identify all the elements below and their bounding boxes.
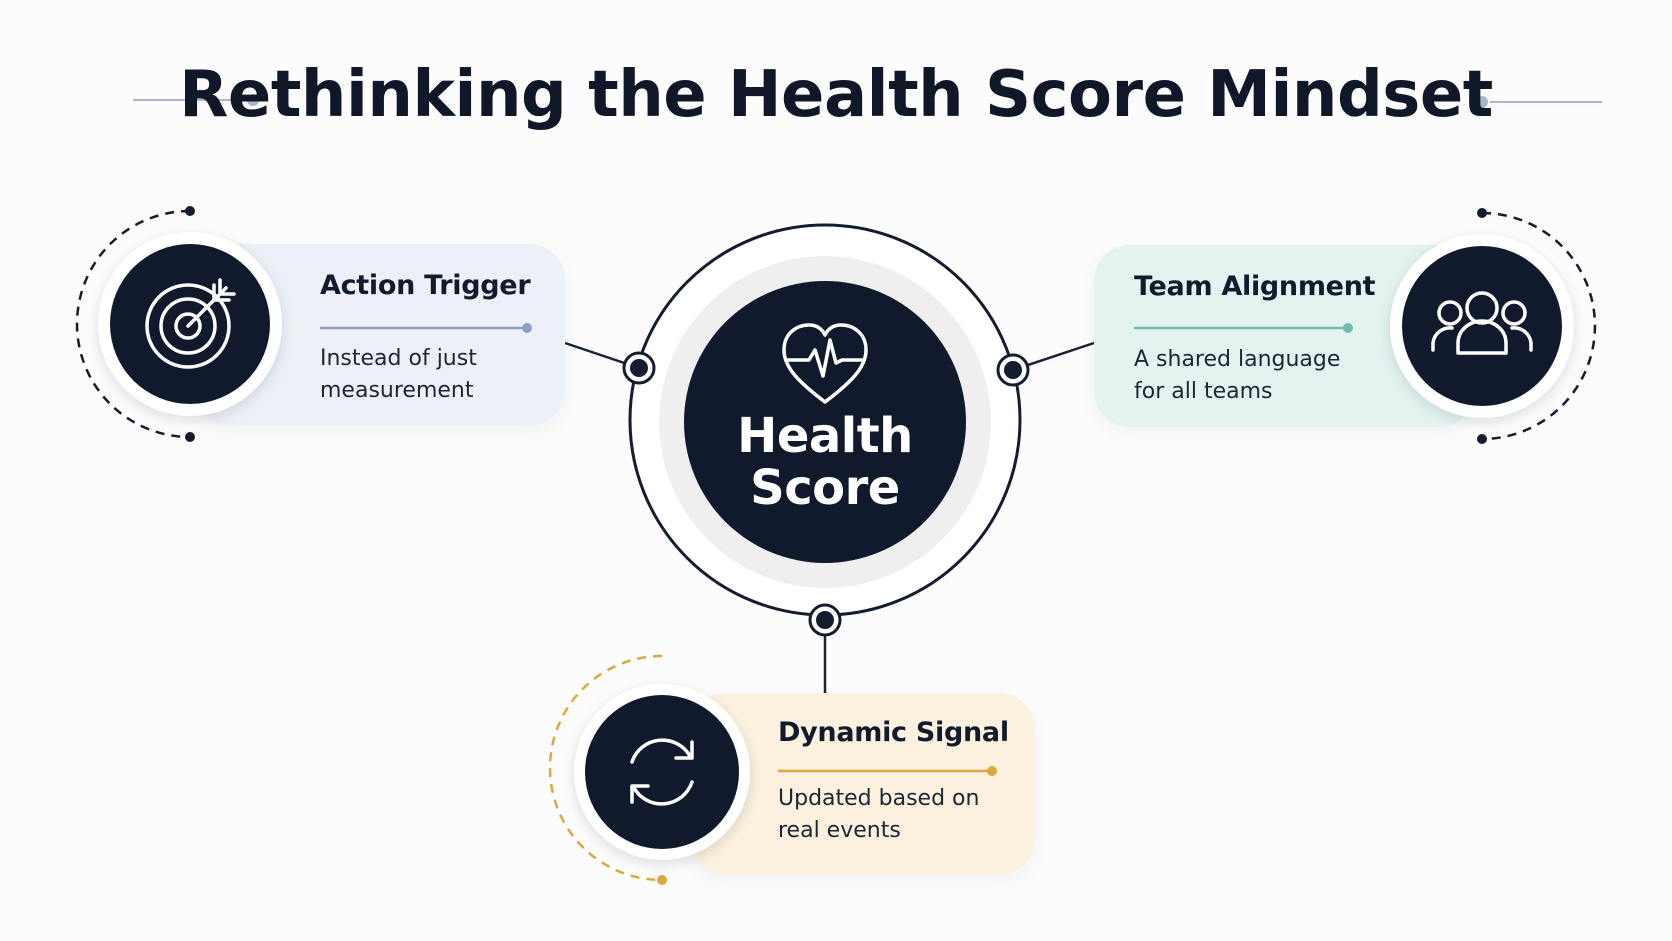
card-description: Instead of just measurement <box>320 346 477 403</box>
card-title: Team Alignment <box>1134 271 1376 302</box>
refresh-icon <box>630 738 694 806</box>
card-title: Dynamic Signal <box>778 717 1009 748</box>
icon-disc-dynamic-signal <box>574 684 750 860</box>
center-label-line2: Score <box>750 460 900 516</box>
center-label-line1: Health <box>737 408 913 464</box>
card-description: Updated based on real events <box>778 786 980 843</box>
card-dynamic-signal: Dynamic Signal Updated based on real eve… <box>690 693 1035 875</box>
icon-disc-team-alignment <box>1390 234 1574 418</box>
accent-divider <box>320 323 532 333</box>
card-title: Action Trigger <box>320 270 531 301</box>
target-arrow-icon <box>145 278 236 369</box>
title-decoration-right <box>1476 96 1602 108</box>
card-description: A shared language for all teams <box>1134 347 1341 404</box>
dashed-arc-bottom <box>548 654 667 885</box>
joint-right <box>996 353 1030 387</box>
heart-pulse-icon <box>782 323 868 404</box>
joint-left <box>622 351 656 385</box>
users-icon <box>1431 291 1533 355</box>
center-hub <box>628 223 1022 617</box>
joint-bottom <box>808 603 842 637</box>
center-hub-label: Health Score <box>683 410 967 514</box>
page-title: Rethinking the Health Score Mindset <box>179 58 1493 132</box>
dashed-arc-right <box>1477 208 1597 444</box>
title-decoration-left <box>133 94 259 106</box>
icon-disc-action-trigger <box>98 232 282 416</box>
dashed-arc-left <box>75 206 195 442</box>
accent-divider <box>778 766 997 776</box>
accent-divider <box>1134 323 1353 333</box>
